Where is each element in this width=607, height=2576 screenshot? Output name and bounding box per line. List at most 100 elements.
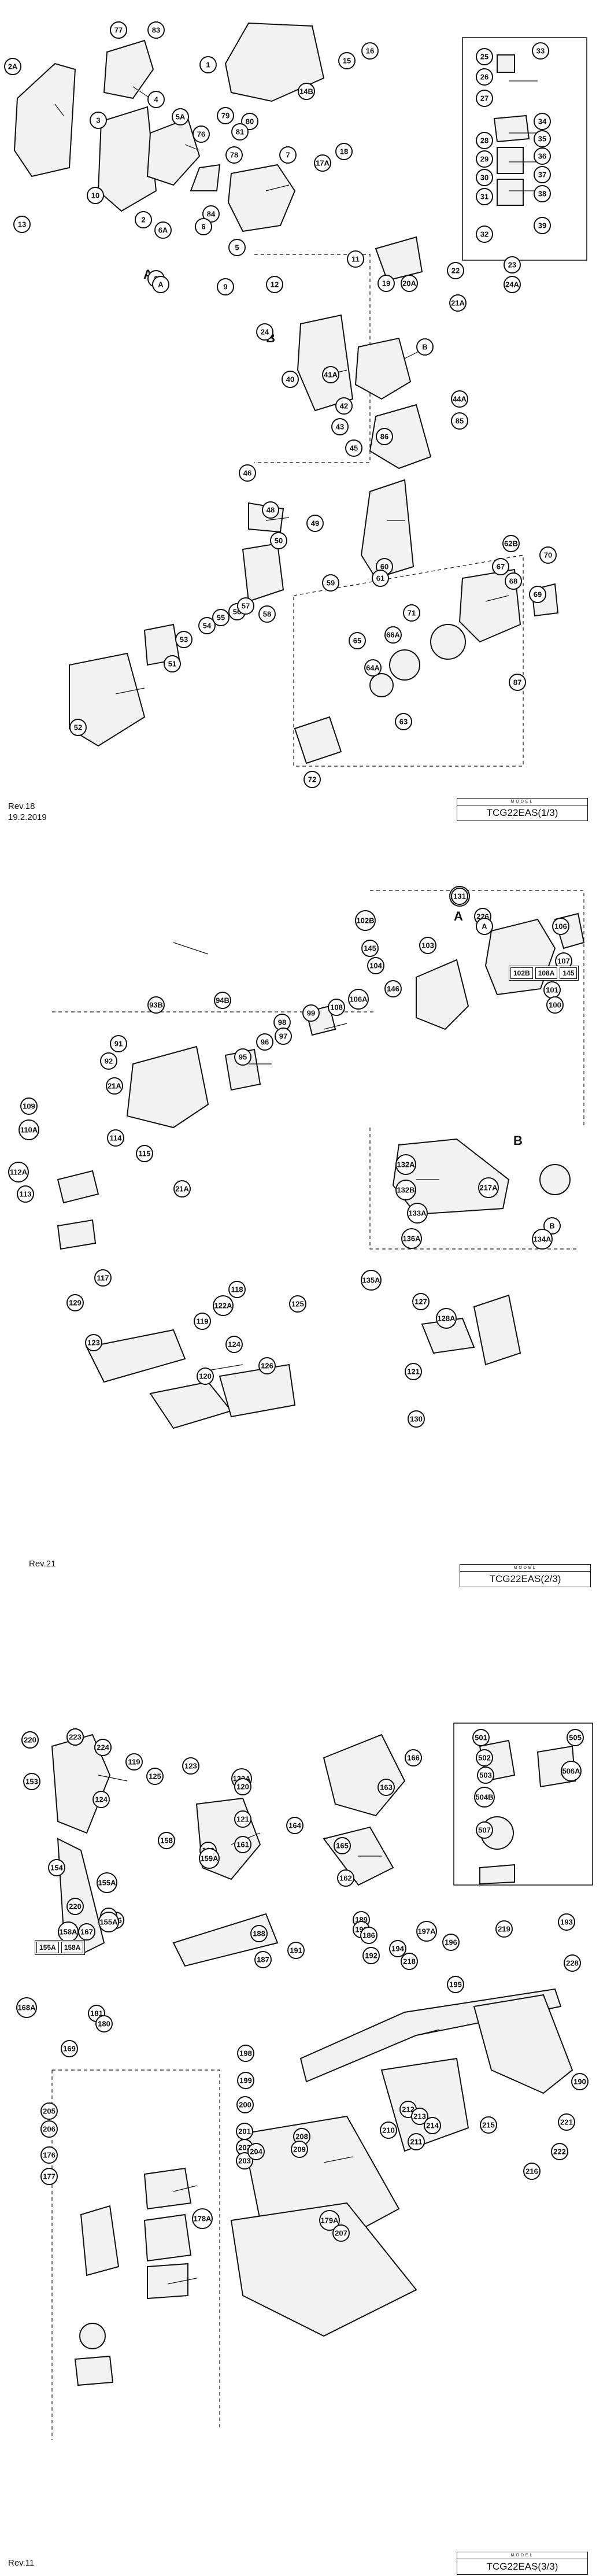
callout-label: 11 [351, 255, 360, 264]
air-cover-45 [369, 404, 432, 470]
callout-98: 98 [273, 1014, 291, 1031]
callout-label: 204 [250, 2148, 262, 2156]
callout-label: 44A [453, 395, 467, 404]
callout-label: 34 [538, 117, 547, 126]
callout-bubble [534, 113, 551, 130]
callout-26: 26 [476, 68, 493, 86]
callout-label: 103 [421, 941, 434, 950]
callout-196: 196 [442, 1934, 460, 1951]
callout-44a: 44A [451, 390, 468, 408]
grip-119 [149, 1381, 232, 1429]
callout-label: 59 [327, 579, 335, 587]
blade-507 [479, 1864, 515, 1885]
callout-label: 213 [413, 2112, 426, 2121]
callout-label: 86 [380, 433, 388, 441]
callout-118: 118 [228, 1281, 246, 1298]
callout-label: 108 [330, 1003, 343, 1012]
callout-bubble [172, 108, 189, 125]
callout-bubble [476, 1821, 493, 1839]
callout-group-3: 151117152119153123122A125120124121160161… [16, 1728, 589, 2242]
callout-228: 228 [564, 1954, 581, 1972]
callout-2: 2 [135, 211, 152, 228]
callout-bubble [476, 1749, 493, 1766]
callout-123: 123 [182, 1757, 199, 1775]
callout-label: 220 [24, 1736, 36, 1745]
callout-bubble [403, 604, 420, 622]
callout-192: 192 [362, 1947, 380, 1964]
callout-bubble [476, 226, 493, 243]
callout-bubble [254, 1951, 272, 1968]
callout-bubble [447, 1976, 464, 1993]
carb-lever [497, 54, 515, 73]
callout-group-2: 225B226102BA106145103107104146101106A100… [8, 886, 572, 1428]
callout-label: 132A [397, 1161, 415, 1169]
callout-label: 22 [451, 267, 460, 275]
callout-label: 64A [366, 664, 380, 672]
model-number: TCG22EAS(1/3) [486, 807, 558, 818]
spring-199 [143, 2213, 192, 2262]
callout-9: 9 [217, 278, 234, 295]
callout-bubble [147, 996, 165, 1014]
callout-180: 180 [95, 2015, 113, 2032]
callout-65: 65 [349, 632, 366, 649]
callout-197a: 197A [416, 1921, 437, 1942]
callout-label: 72 [308, 775, 316, 784]
callout-159a: 159A [199, 1848, 220, 1869]
callout-label: 205 [43, 2107, 55, 2116]
callout-label: 51 [168, 660, 176, 668]
callout-bubble [338, 52, 356, 69]
callout-label: 91 [114, 1040, 123, 1048]
callout-86: 86 [376, 428, 393, 445]
callout-bubble [361, 940, 379, 957]
callout-label: 9 [223, 283, 227, 291]
callout-133a: 133A [407, 1203, 428, 1224]
callout-25: 25 [476, 48, 493, 65]
callout-bubble [564, 1954, 581, 1972]
callout-195: 195 [447, 1976, 464, 1993]
callout-107: 107 [555, 952, 572, 970]
callout-label: 161 [236, 1840, 249, 1849]
callout-bubble [217, 107, 234, 124]
callout-label: 129 [69, 1299, 82, 1307]
callout-label: 35 [538, 135, 546, 143]
callout-bubble [401, 1228, 422, 1249]
callout-label: 187 [257, 1956, 269, 1964]
engine-cover-2a [13, 62, 76, 178]
callout-bubble [213, 1295, 234, 1316]
callout-label: 13 [18, 220, 26, 229]
parts-sheet-3: 151117152119153123122A125120124121160161… [0, 1712, 607, 2576]
carb-body [493, 114, 530, 143]
callout-label: 52 [74, 723, 82, 732]
callout-122a: 122A [213, 1295, 234, 1316]
callout-67: 67 [492, 558, 509, 575]
callout-label: 228 [566, 1959, 579, 1968]
callout-bubble [558, 2113, 575, 2131]
callout-label: 134A [533, 1235, 552, 1244]
callout-label: 14B [299, 87, 313, 96]
revision-label: Rev.11 [8, 2558, 35, 2568]
callout-125: 125 [146, 1768, 164, 1785]
callout-label: 209 [293, 2145, 306, 2154]
callout-124: 124 [225, 1336, 243, 1353]
callout-bubble [306, 515, 324, 532]
callout-bubble [380, 2122, 397, 2139]
callout-label: 201 [238, 2127, 251, 2136]
callout-bubble [377, 275, 395, 292]
callout-27: 27 [476, 90, 493, 107]
callout-4: 4 [147, 91, 165, 108]
callout-label: 80 [246, 117, 254, 126]
callout-113: 113 [17, 1185, 34, 1203]
callout-bubble [546, 996, 564, 1014]
cover-82 [103, 39, 154, 99]
callout-bubble [234, 1810, 251, 1828]
callout-label: 110A [20, 1126, 38, 1134]
callout-label: 62B [504, 539, 518, 548]
mark-b-2: B [513, 1133, 523, 1148]
callout-168a: 168A [16, 1997, 37, 2018]
callout-label: 29 [480, 155, 488, 164]
callout-label: 126 [261, 1362, 273, 1370]
model-header: MODEL [457, 799, 587, 805]
callout-503: 503 [477, 1766, 494, 1784]
callout-label: 57 [242, 602, 250, 611]
carb-diaphragm [497, 147, 524, 174]
